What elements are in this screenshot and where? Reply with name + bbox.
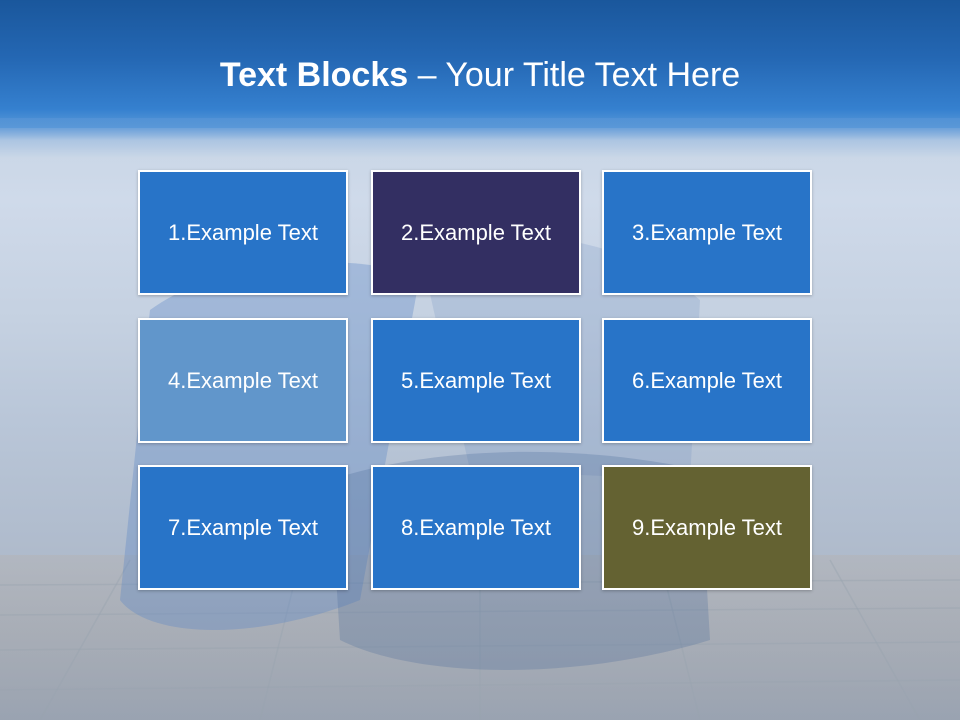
text-block-label: 7.Example Text [167,514,318,540]
title-bold-part: Text Blocks [219,56,409,94]
text-block-9[interactable]: 9.Example Text [602,465,812,590]
text-block-1[interactable]: 1.Example Text [138,170,348,295]
text-block-label: 6.Example Text [631,367,782,393]
slide-title: Text Blocks – Your Title Text Here [0,52,960,98]
text-block-7[interactable]: 7.Example Text [138,465,348,590]
text-block-grid: 1.Example Text 2.Example Text 3.Example … [138,170,814,594]
text-block-label: 2.Example Text [400,219,551,245]
text-block-5[interactable]: 5.Example Text [371,318,581,443]
text-block-label: 3.Example Text [631,219,782,245]
header-band [0,0,960,128]
text-block-2[interactable]: 2.Example Text [371,170,581,295]
text-block-label: 4.Example Text [167,367,318,393]
text-block-4[interactable]: 4.Example Text [138,318,348,443]
text-block-label: 1.Example Text [167,219,318,245]
text-block-3[interactable]: 3.Example Text [602,170,812,295]
header-fade [0,118,960,158]
text-block-label: 8.Example Text [400,514,551,540]
text-block-label: 5.Example Text [400,367,551,393]
text-block-8[interactable]: 8.Example Text [371,465,581,590]
text-block-6[interactable]: 6.Example Text [602,318,812,443]
title-rest-part: – Your Title Text Here [408,56,741,94]
text-block-label: 9.Example Text [631,514,782,540]
